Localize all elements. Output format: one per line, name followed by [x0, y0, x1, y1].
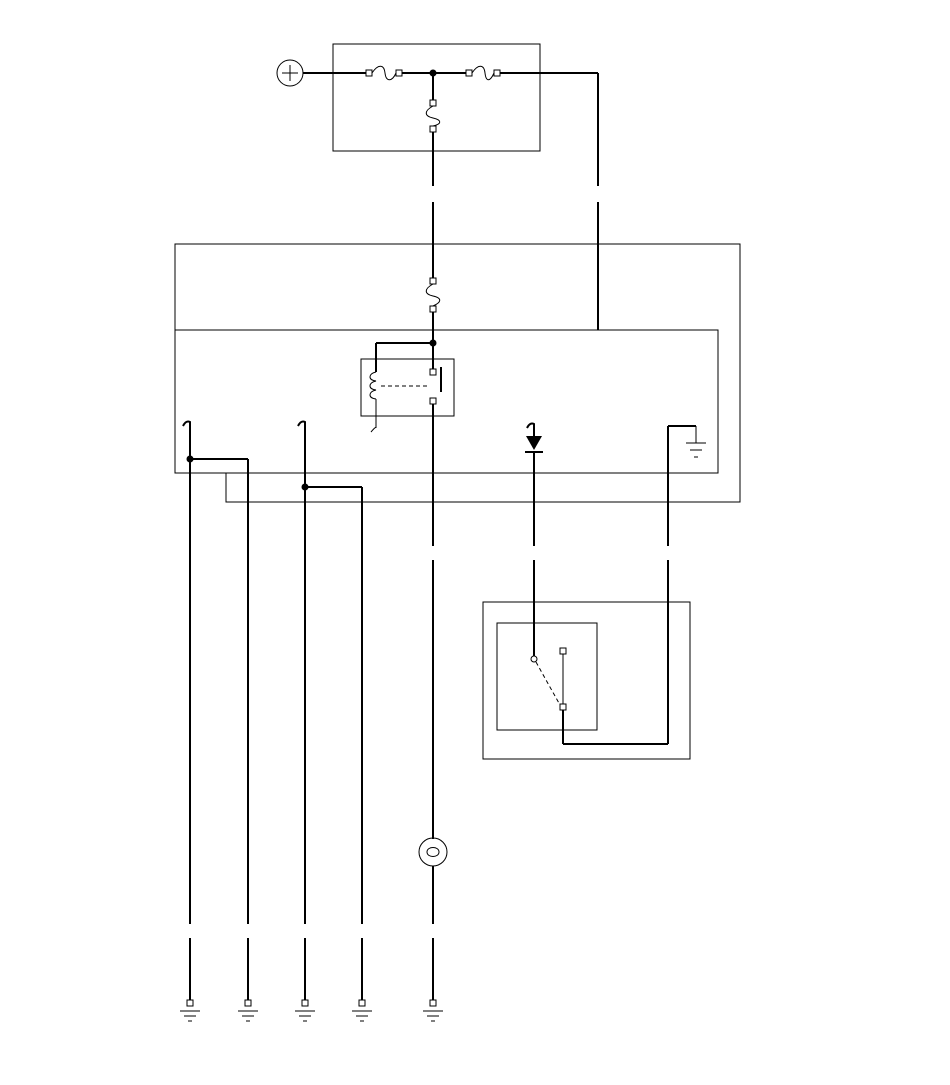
connector-icon	[526, 422, 535, 436]
battery-plus-icon	[276, 59, 304, 87]
control-module	[174, 243, 741, 503]
ground-icon	[423, 999, 443, 1022]
control-module-inner	[174, 329, 719, 474]
ground-icon	[295, 999, 315, 1022]
ground-icon	[180, 999, 200, 1022]
door-switch-icon	[530, 647, 668, 745]
ground-icon	[667, 425, 706, 546]
fuse-icon	[465, 65, 501, 81]
bottom-wires	[189, 938, 434, 1000]
switch-housing	[482, 601, 691, 760]
ground-branch-wires	[186, 455, 363, 924]
diode-icon	[525, 436, 543, 546]
lamp-icon	[418, 837, 448, 924]
switch-inner-box	[496, 622, 598, 731]
ground-icon	[352, 999, 372, 1022]
fuse-icon	[425, 277, 441, 347]
connector-icon	[182, 420, 191, 460]
fuse-icon	[425, 73, 441, 186]
relay-coil-icon	[360, 342, 455, 546]
fuse-icon	[365, 65, 403, 81]
ground-icon	[238, 999, 258, 1022]
connector-icon	[297, 420, 306, 487]
fuse-box	[332, 43, 541, 152]
top-bus-wire	[303, 69, 599, 186]
